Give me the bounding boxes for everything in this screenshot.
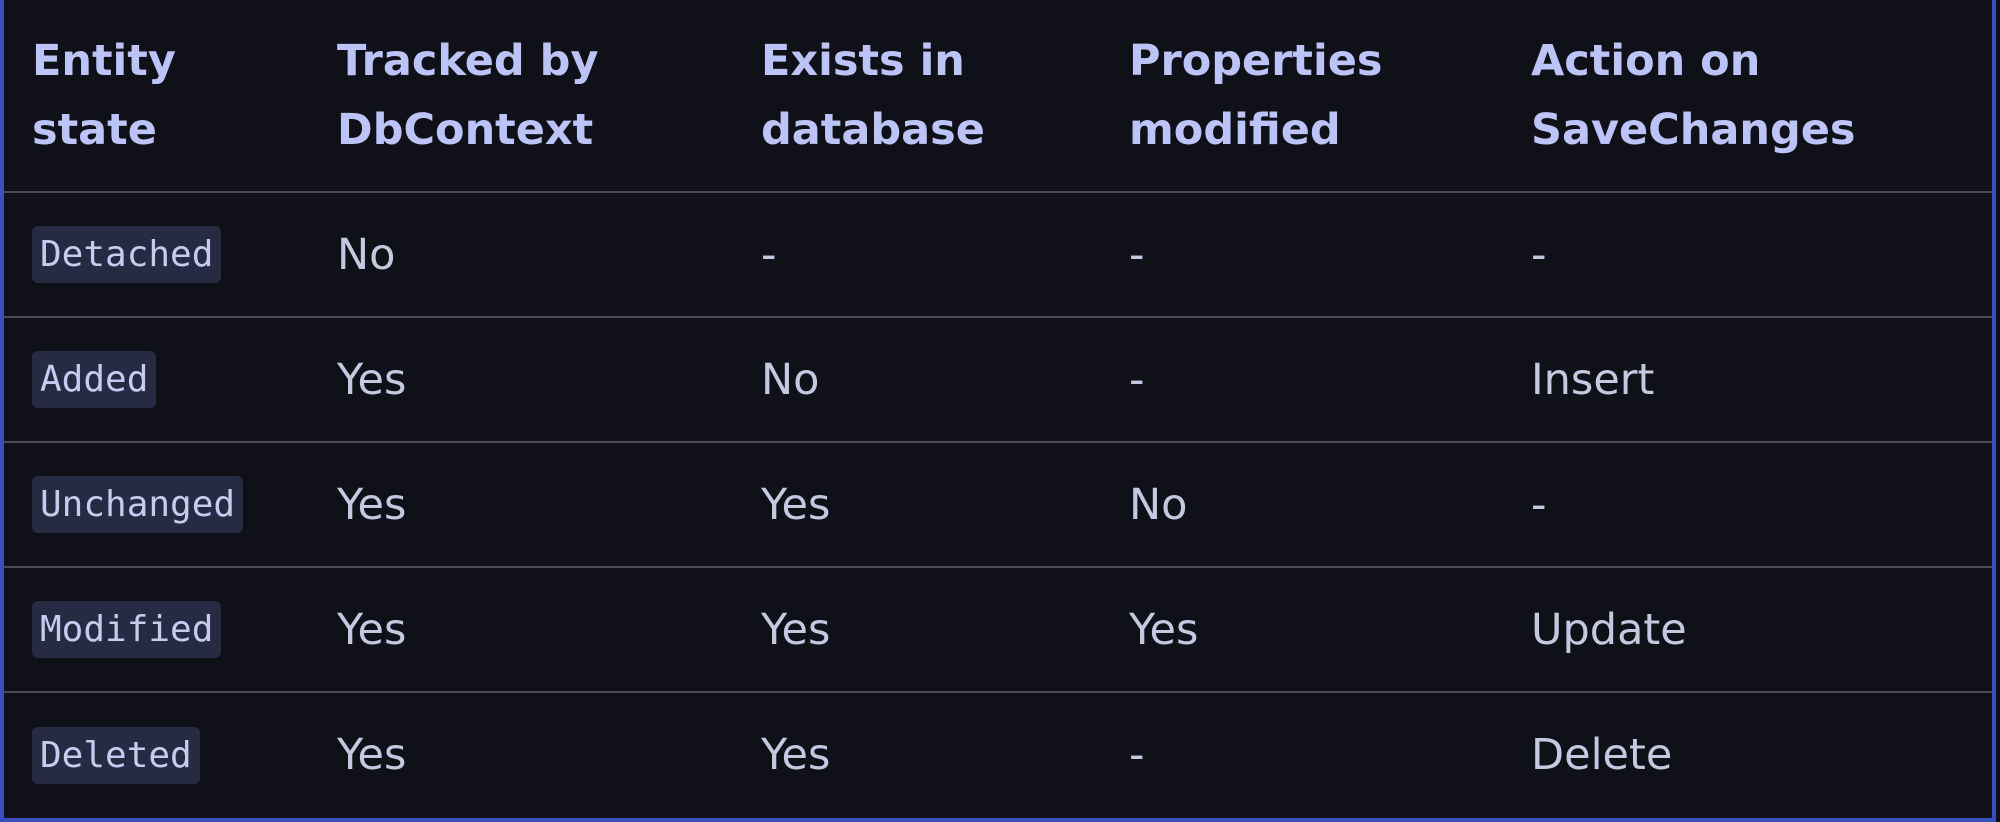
header-action-on-savechanges: Action on SaveChanges: [1503, 0, 1992, 193]
entity-state-code: Deleted: [32, 726, 200, 784]
exists-cell: Yes: [733, 567, 1101, 693]
action-cell: Update: [1503, 567, 1992, 693]
entity-state-code: Added: [32, 351, 157, 408]
table-row: Added Yes No - Insert: [4, 317, 1992, 443]
tracked-cell: Yes: [309, 442, 733, 568]
exists-cell: Yes: [733, 442, 1101, 568]
entity-state-code: Detached: [32, 226, 222, 283]
header-tracked-by-dbcontext: Tracked by DbContext: [309, 0, 733, 193]
table-row: Modified Yes Yes Yes Update: [4, 567, 1992, 693]
action-cell: -: [1503, 442, 1992, 568]
header-entity-state: Entity state: [4, 0, 309, 193]
entity-states-table: Entity state Tracked by DbContext Exists…: [4, 0, 1992, 817]
entity-state-code: Modified: [32, 601, 222, 658]
modified-cell: Yes: [1101, 567, 1503, 693]
entity-state-cell: Added: [4, 317, 309, 443]
table-header-row: Entity state Tracked by DbContext Exists…: [4, 0, 1992, 193]
table-row: Detached No - - -: [4, 192, 1992, 318]
tracked-cell: No: [309, 192, 733, 318]
exists-cell: No: [733, 317, 1101, 443]
header-exists-in-database: Exists in database: [733, 0, 1101, 193]
entity-state-cell: Deleted: [4, 692, 309, 817]
tracked-cell: Yes: [309, 317, 733, 443]
modified-cell: -: [1101, 192, 1503, 318]
tracked-cell: Yes: [337, 730, 407, 780]
action-cell: Delete: [1531, 730, 1673, 780]
modified-cell: -: [1129, 730, 1145, 780]
exists-cell: -: [733, 192, 1101, 318]
entity-state-cell: Unchanged: [4, 442, 309, 568]
entity-state-cell: Detached: [4, 192, 309, 318]
entity-state-cell: Modified: [4, 567, 309, 693]
table-row: Deleted Yes Yes - Delete: [4, 692, 1992, 817]
entity-state-code: Unchanged: [32, 476, 244, 533]
header-properties-modified: Properties modified: [1101, 0, 1503, 193]
modified-cell: No: [1101, 442, 1503, 568]
action-cell: -: [1503, 192, 1992, 318]
action-cell: Insert: [1503, 317, 1992, 443]
tracked-cell: Yes: [309, 567, 733, 693]
table-row: Unchanged Yes Yes No -: [4, 442, 1992, 568]
modified-cell: -: [1101, 317, 1503, 443]
exists-cell: Yes: [761, 730, 831, 780]
